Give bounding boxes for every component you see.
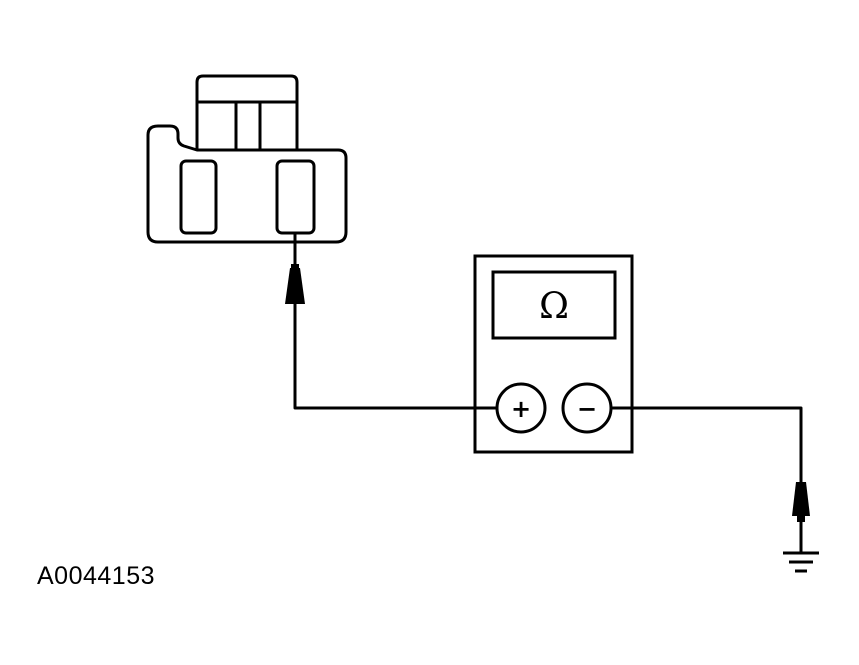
multimeter-display	[491, 270, 617, 340]
connector-cavity-1	[179, 159, 218, 235]
positive-terminal-label: +	[511, 395, 531, 423]
connector	[146, 74, 348, 244]
negative-terminal-label: −	[577, 395, 597, 423]
ohm-symbol: Ω	[539, 286, 569, 327]
ground-icon	[783, 551, 819, 573]
connector-latch	[195, 74, 299, 150]
probe-tip-connector	[285, 264, 305, 304]
positive-lead	[293, 233, 496, 410]
figure-id: A0044153	[37, 562, 156, 590]
multimeter-body	[473, 254, 634, 454]
connector-cavity-2	[275, 159, 316, 235]
probe-tip-ground	[792, 482, 810, 522]
connector-body	[146, 124, 348, 244]
negative-lead	[611, 406, 803, 552]
positive-terminal	[495, 382, 547, 434]
multimeter	[473, 254, 634, 454]
